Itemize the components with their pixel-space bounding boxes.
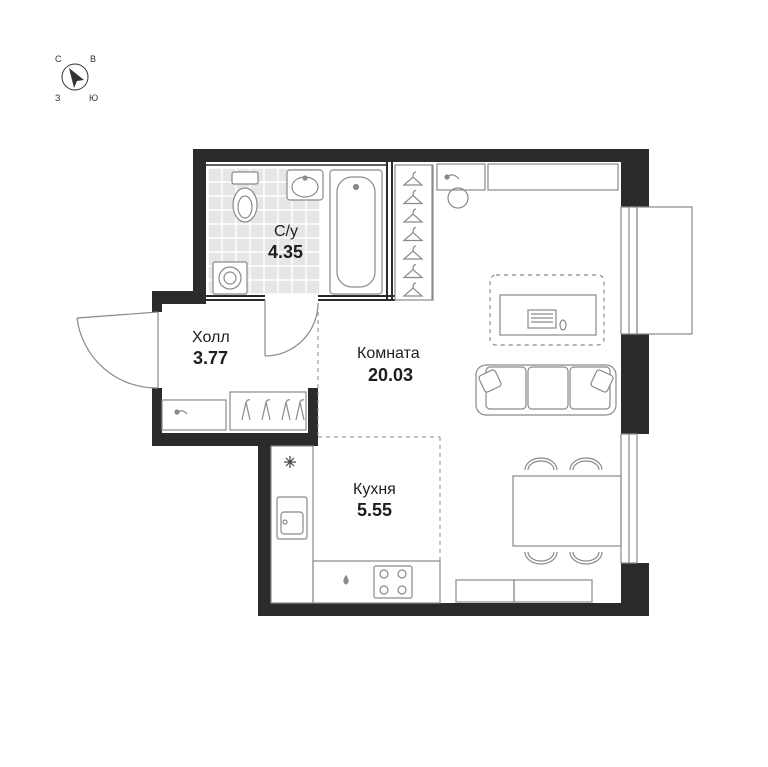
bathroom-fixtures [212,169,383,295]
compass-east: В [90,54,96,64]
wall-hall-left-top [152,291,162,312]
hanger-icon [281,399,291,421]
wall-hall-left-bottom [152,388,162,446]
drop-icon [343,574,349,585]
compass: С В З Ю [55,54,98,103]
hanger-icon [402,171,424,186]
wall-right-2 [621,334,649,434]
wall-kitchen-left [258,433,271,616]
desk-area [489,274,605,346]
wall-left-bath [193,149,206,301]
hall-area: 3.77 [193,348,228,368]
wall-hall-top [152,291,206,304]
compass-west: З [55,93,60,103]
toilet-icon [231,171,259,223]
hanger-icon [402,226,424,242]
wall-top [193,149,649,162]
kitchen-furniture [270,445,441,604]
wall-bottom [258,603,649,616]
living-top-storage [436,163,619,209]
bathroom-name: С/у [274,223,298,240]
wall-hall-storage-right [308,388,318,446]
hall-storage [161,391,307,431]
kitchen-sink-icon [276,496,308,540]
kitchen-name: Кухня [353,481,396,498]
living-room-name: Комната [357,345,420,362]
hall-name: Холл [192,329,230,346]
living-bottom-storage [455,579,593,603]
dining-set [512,457,622,565]
sofa-icon [475,364,617,416]
wall-hall-bottom [152,433,318,446]
sink-icon [286,169,324,201]
entrance-door[interactable] [76,311,159,389]
hanger-icon [402,263,424,279]
snowflake-icon [284,456,296,468]
hanger-icon [402,208,424,223]
room-labels: С/у 4.35 Холл 3.77 Комната 20.03 Кухня 5… [192,223,420,520]
walls [152,149,649,616]
compass-south: Ю [89,93,98,103]
hanger-icon [402,245,424,260]
washing-machine-icon [212,261,248,295]
wardrobe [394,164,434,301]
balcony [636,206,693,335]
hanger-icon [295,399,305,421]
bathroom-door [264,300,319,357]
compass-arrow-icon [69,68,84,88]
bathtub-icon [329,169,383,295]
kitchen-area: 5.55 [357,500,392,520]
laptop-icon [527,309,557,329]
windows [620,206,693,564]
wall-right-1 [621,149,649,207]
living-room-area: 20.03 [368,365,413,385]
bathroom-area: 4.35 [268,242,303,262]
cooktop-icon [373,565,413,599]
compass-north: С [55,54,62,64]
hanger-icon [261,399,271,421]
hanger-icon [402,189,424,205]
hanger-icon [241,399,251,421]
compass-ring [61,63,89,91]
hanger-icon [402,282,424,297]
bathroom-partition [206,162,395,301]
